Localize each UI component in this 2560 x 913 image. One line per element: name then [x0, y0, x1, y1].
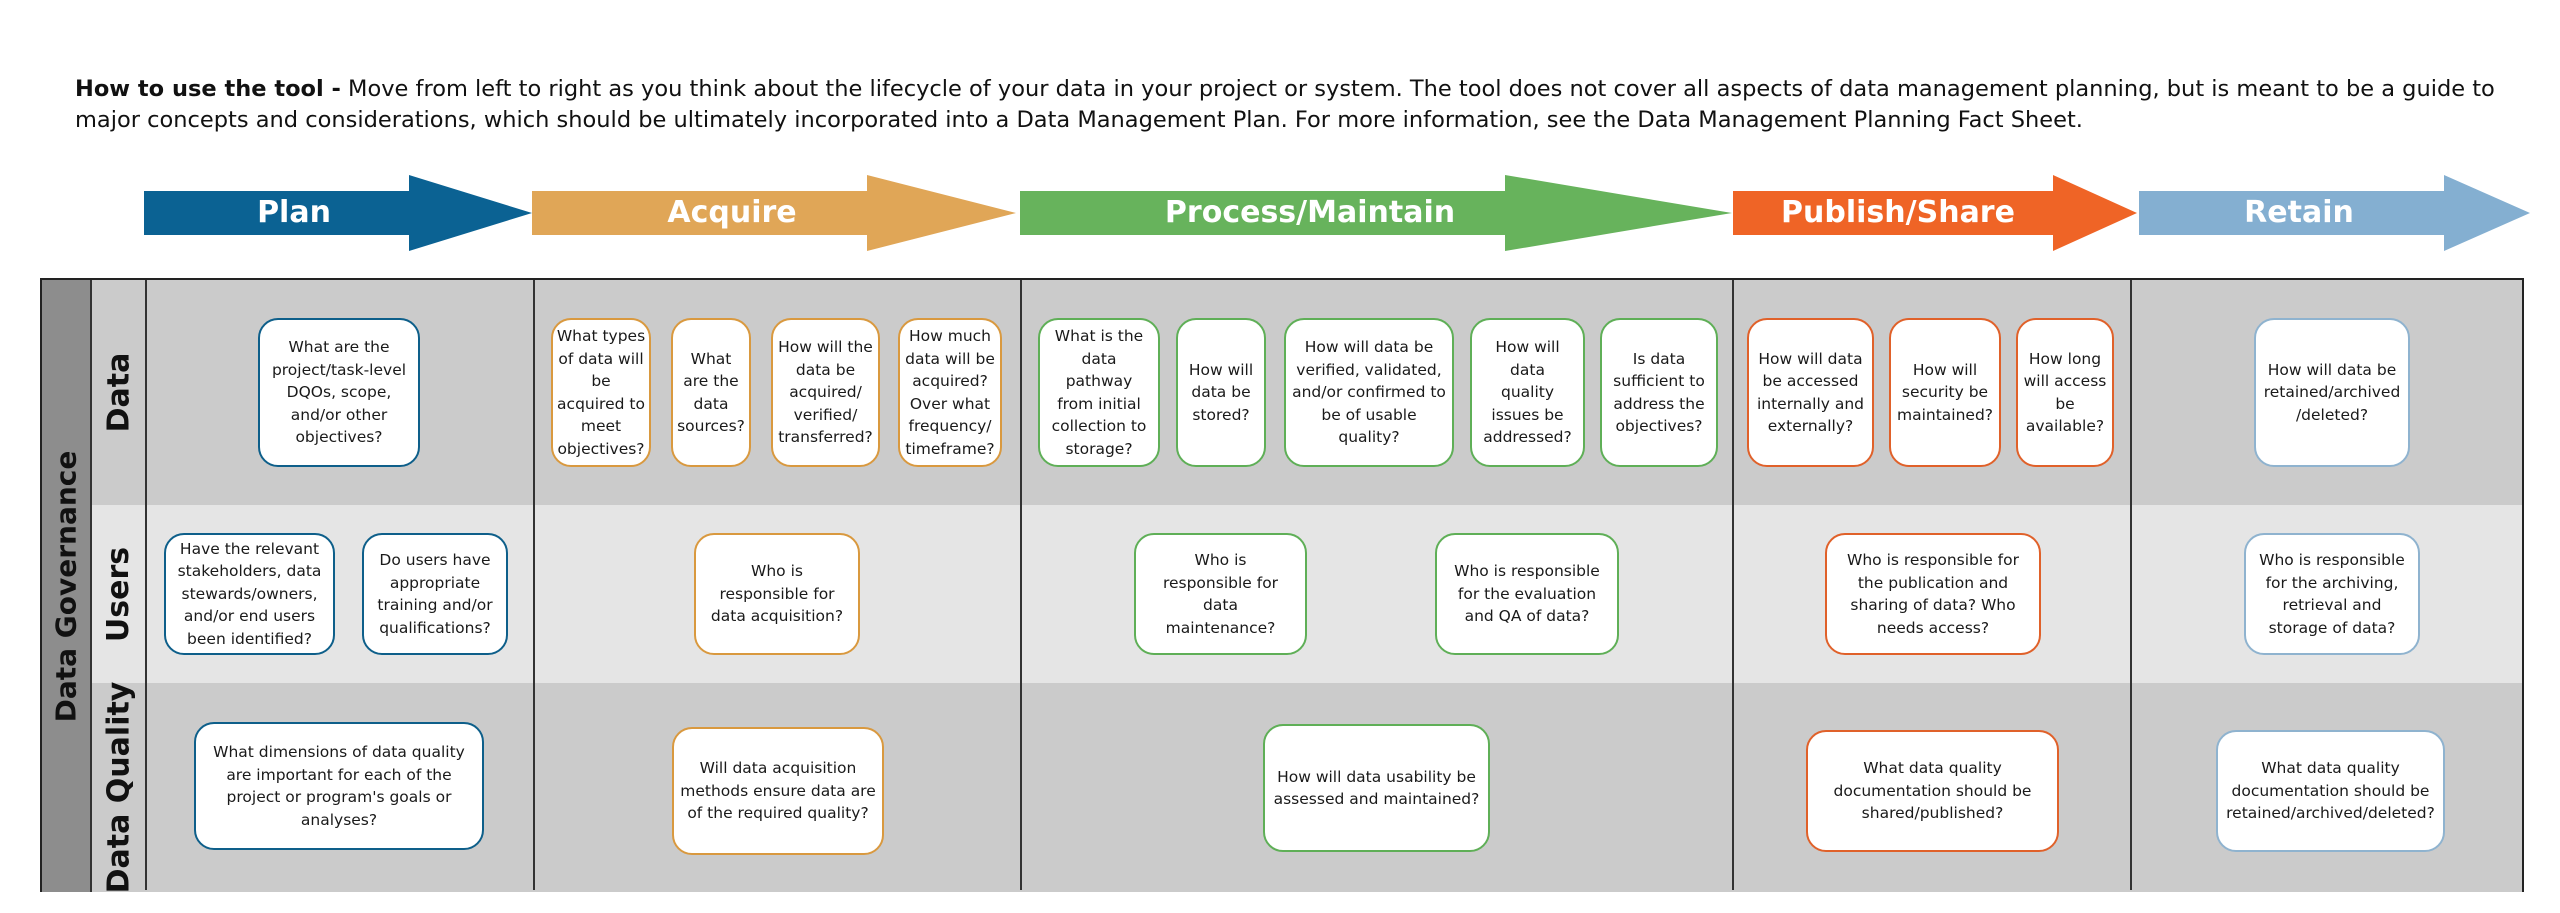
card-publish-users: Who is responsible for the publication a… [1825, 533, 2041, 655]
card-process-quality: How will data usability be assessed and … [1263, 724, 1490, 852]
card-plan-users-stakeholders: Have the relevant stakeholders, data ste… [164, 533, 335, 655]
card-acquire-users: Who is responsible for data acquisition? [694, 533, 860, 655]
divider-labels [145, 280, 147, 890]
row-label-quality: Data Quality [101, 681, 137, 894]
divider-plan [533, 280, 535, 890]
stage-arrow-process: Process/Maintain [1020, 175, 1732, 251]
card-process-data-issues: How will data quality issues be addresse… [1470, 318, 1585, 467]
card-acquire-data-types: What types of data will be acquired to m… [551, 318, 651, 467]
row-label-data: Data [101, 352, 137, 433]
card-process-data-verification: How will data be verified, validated, an… [1284, 318, 1454, 467]
card-publish-data-access: How will data be accessed internally and… [1747, 318, 1874, 467]
card-process-users-evaluation: Who is responsible for the evaluation an… [1435, 533, 1619, 655]
divider-publish [2130, 280, 2132, 890]
card-retain-data: How will data be retained/archived /dele… [2254, 318, 2410, 467]
stage-arrow-retain: Retain [2139, 175, 2530, 251]
stage-label-acquire: Acquire [667, 195, 797, 230]
lifecycle-grid: Data Governance Data Users Data Quality … [40, 278, 2524, 894]
stage-label-retain: Retain [2244, 195, 2354, 230]
instructions-paragraph: How to use the tool - Move from left to … [75, 74, 2495, 136]
divider-process [1732, 280, 1734, 890]
card-process-users-maintenance: Who is responsible for data maintenance? [1134, 533, 1307, 655]
card-publish-quality: What data quality documentation should b… [1806, 730, 2059, 852]
divider-acquire [1020, 280, 1022, 890]
card-acquire-data-methods: How will the data be acquired/ verified/… [771, 318, 880, 467]
stage-label-process: Process/Maintain [1164, 195, 1456, 230]
card-acquire-quality: Will data acquisition methods ensure dat… [672, 727, 884, 855]
stage-label-plan: Plan [257, 195, 331, 230]
card-acquire-data-sources: What are the data sources? [671, 318, 751, 467]
instructions-lead: How to use the tool - [75, 76, 341, 102]
card-process-data-pathway: What is the data pathway from initial co… [1038, 318, 1160, 467]
card-plan-quality: What dimensions of data quality are impo… [194, 722, 484, 850]
card-publish-data-availability: How long will access be available? [2016, 318, 2114, 467]
card-process-data-storage: How will data be stored? [1176, 318, 1266, 467]
card-publish-data-security: How will security be maintained? [1889, 318, 2001, 467]
card-process-data-sufficiency: Is data sufficient to address the object… [1600, 318, 1718, 467]
stage-arrow-publish: Publish/Share [1733, 175, 2137, 251]
card-acquire-data-amount: How much data will be acquired? Over wha… [898, 318, 1002, 467]
stage-arrow-acquire: Acquire [532, 175, 1016, 251]
card-retain-users: Who is responsible for the archiving, re… [2244, 533, 2420, 655]
stage-arrow-plan: Plan [144, 175, 532, 251]
card-retain-quality: What data quality documentation should b… [2216, 730, 2445, 852]
card-plan-data: What are the project/task-level DQOs, sc… [258, 318, 420, 467]
row-label-users: Users [101, 546, 137, 642]
instructions-text: Move from left to right as you think abo… [75, 76, 2495, 133]
governance-label: Data Governance [42, 280, 92, 892]
stage-label-publish: Publish/Share [1781, 195, 2015, 230]
card-plan-users-training: Do users have appropriate training and/o… [362, 533, 508, 655]
